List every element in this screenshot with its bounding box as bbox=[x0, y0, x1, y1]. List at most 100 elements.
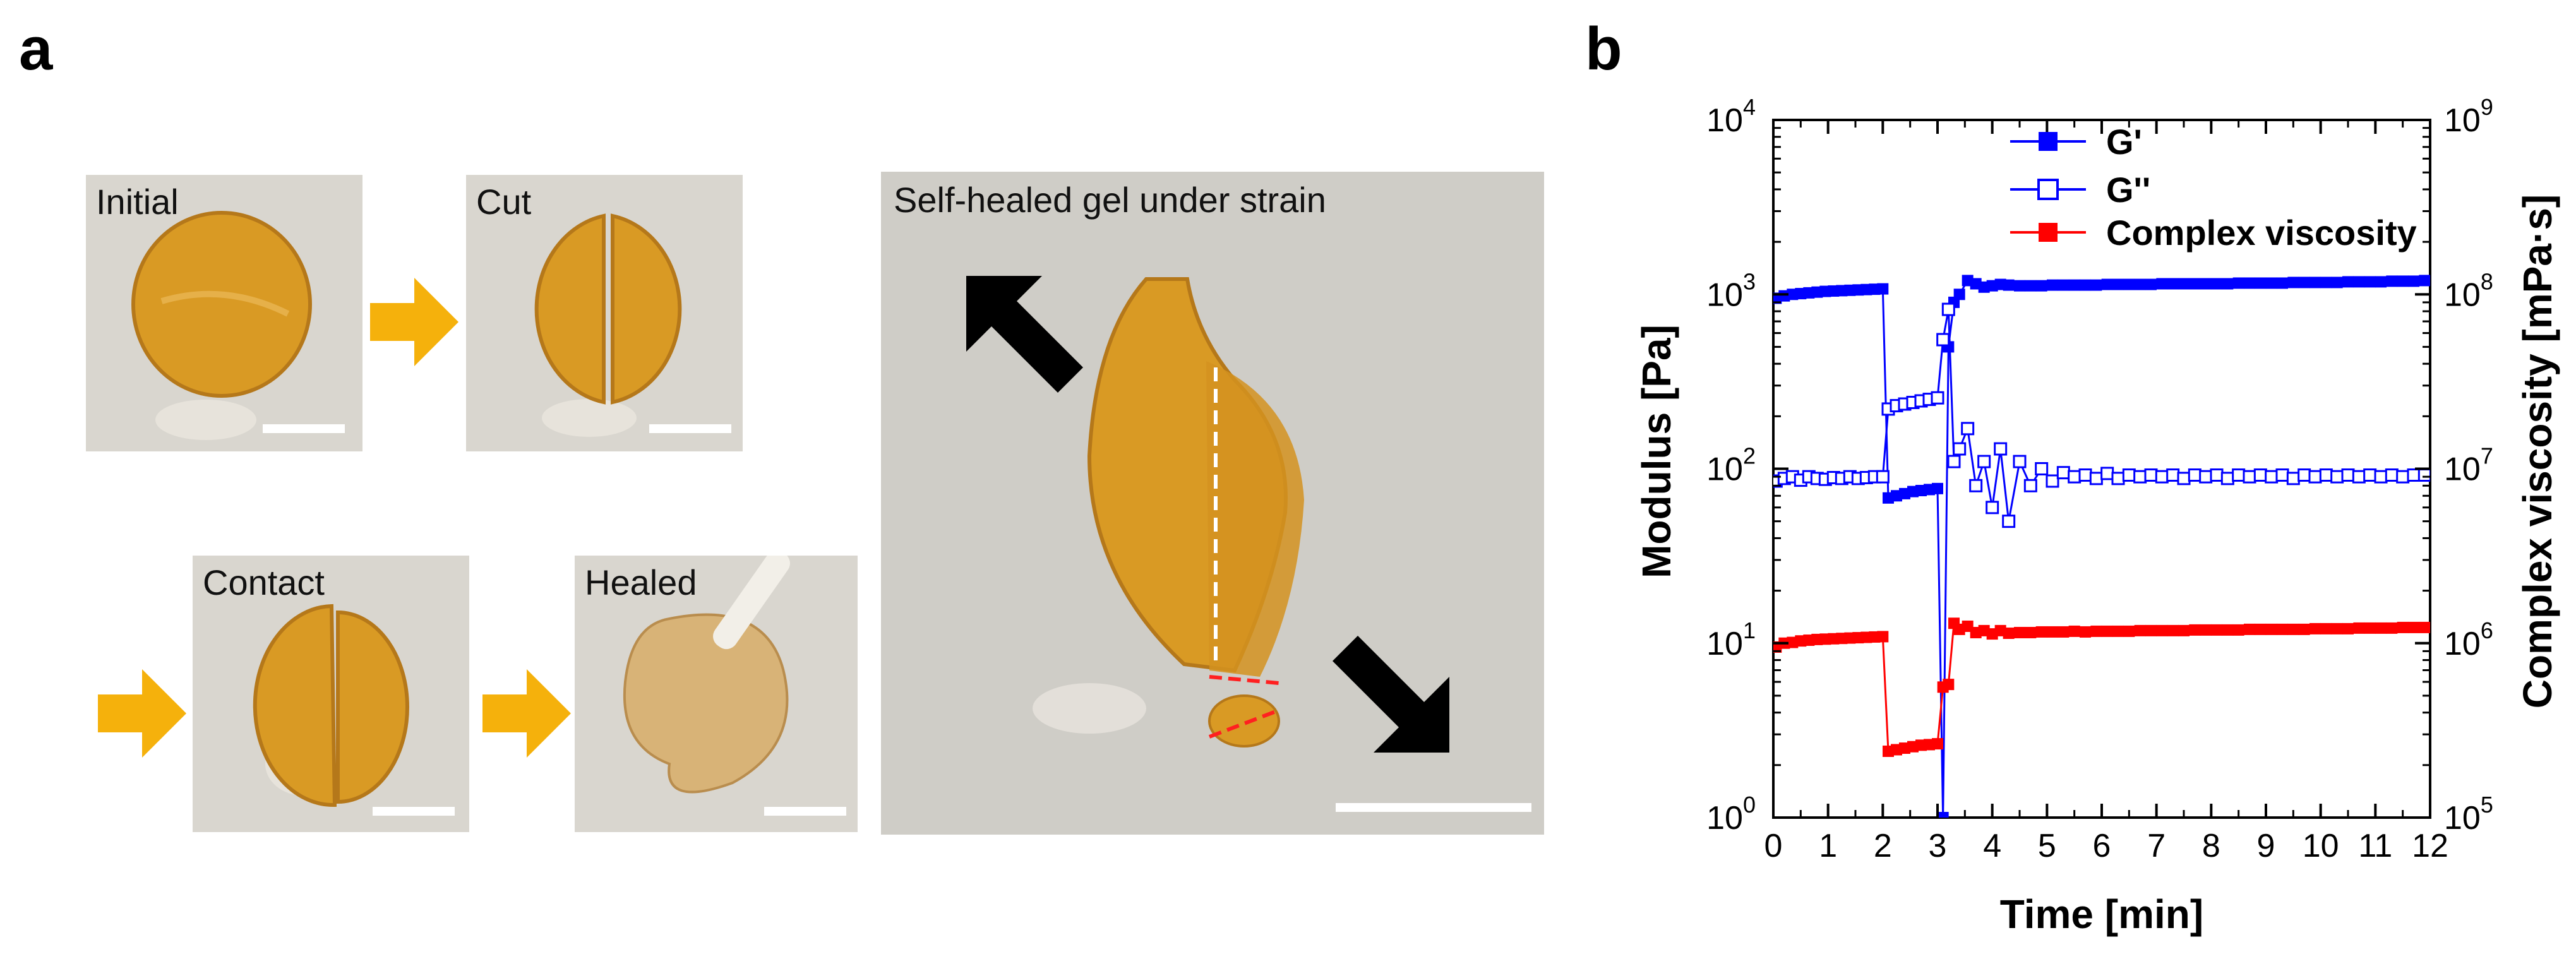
series-g-point bbox=[2089, 472, 2103, 485]
series-complex-viscosity-point bbox=[2386, 622, 2398, 634]
y-tick-label-right: 105 bbox=[2444, 792, 2493, 837]
scale-bar bbox=[764, 807, 846, 816]
series-g-point bbox=[2046, 474, 2059, 488]
series-g-point bbox=[1961, 422, 1975, 436]
y-tick-label-right: 106 bbox=[2444, 617, 2493, 662]
series-g-point bbox=[2013, 455, 2027, 468]
series-complex-viscosity-point bbox=[2309, 622, 2321, 634]
photo-healed: Healed bbox=[575, 556, 858, 832]
photo-cut: Cut bbox=[466, 175, 743, 451]
series-complex-viscosity-point bbox=[2123, 625, 2135, 637]
series-g-point bbox=[2189, 278, 2201, 290]
x-tick-label: 6 bbox=[2093, 828, 2111, 864]
series-complex-viscosity-point bbox=[2320, 622, 2332, 634]
series-g-point bbox=[1932, 482, 1943, 494]
x-tick-label: 7 bbox=[2147, 828, 2166, 864]
series-g-point bbox=[2255, 277, 2267, 289]
series-complex-viscosity-point bbox=[2025, 626, 2037, 638]
series-g-line bbox=[1775, 309, 2425, 521]
x-tick-label: 3 bbox=[1929, 828, 1947, 864]
series-g-point bbox=[2352, 470, 2366, 484]
y-tick-label-right: 107 bbox=[2444, 443, 2493, 488]
series-g-point bbox=[2090, 279, 2102, 291]
x-tick-label: 2 bbox=[1874, 828, 1892, 864]
series-g-point bbox=[1876, 470, 1890, 484]
photo-initial: Initial bbox=[86, 175, 362, 451]
series-g-point bbox=[1937, 812, 1949, 818]
series-g-point bbox=[2111, 472, 2125, 485]
yellow-arrow-right bbox=[370, 278, 458, 366]
series-g-point bbox=[1986, 501, 1999, 515]
series-g-point bbox=[2331, 277, 2343, 289]
series-g-point bbox=[2363, 468, 2377, 482]
series-g-point bbox=[2080, 279, 2091, 291]
panel-label-b: b bbox=[1585, 15, 1622, 83]
series-complex-viscosity-point bbox=[2145, 624, 2157, 636]
black-arrow-down-right bbox=[1333, 636, 1449, 753]
series-g-point bbox=[2396, 470, 2410, 484]
photo-label-initial: Initial bbox=[96, 182, 179, 222]
series-g-point bbox=[2265, 470, 2279, 484]
series-g-point bbox=[2342, 276, 2354, 288]
x-tick-label: 12 bbox=[2412, 828, 2448, 864]
y-tick-label-left: 100 bbox=[1706, 792, 1756, 837]
y-tick-label-right: 108 bbox=[2444, 268, 2493, 313]
series-complex-viscosity-point bbox=[2211, 624, 2222, 636]
series-complex-viscosity-point bbox=[2167, 624, 2179, 636]
y-tick-label-right: 109 bbox=[2444, 94, 2493, 139]
series-g-point bbox=[2375, 276, 2387, 288]
y-tick-label-left: 103 bbox=[1706, 268, 1756, 313]
legend-marker-g-prime bbox=[2039, 132, 2058, 151]
yellow-arrow-right bbox=[98, 669, 186, 758]
series-g-point bbox=[2122, 468, 2136, 482]
y-axis-title-left: Modulus [Pa] bbox=[1634, 325, 1679, 578]
series-g-point bbox=[2068, 470, 2082, 484]
series-g-point bbox=[2068, 279, 2080, 291]
series-g-point bbox=[2211, 278, 2222, 290]
series-complex-viscosity-point bbox=[2232, 624, 2244, 636]
series-complex-viscosity-point bbox=[1932, 738, 1943, 750]
series-g-point bbox=[2222, 278, 2234, 290]
series-complex-viscosity-point bbox=[2003, 628, 2015, 640]
series-g-point bbox=[2133, 470, 2147, 484]
photo-contact: Contact bbox=[193, 556, 469, 832]
series-g-point bbox=[2220, 472, 2234, 485]
legend-label-g-prime: G' bbox=[2106, 122, 2142, 162]
series-g-point bbox=[2374, 470, 2388, 484]
scale-bar bbox=[263, 424, 345, 433]
series-g-point bbox=[2199, 470, 2213, 484]
series-g-point bbox=[2035, 280, 2047, 292]
series-g-point bbox=[2319, 468, 2333, 482]
y-tick-label-left: 101 bbox=[1706, 617, 1756, 662]
series-complex-viscosity-point bbox=[2408, 621, 2419, 633]
scale-bar bbox=[373, 807, 455, 816]
series-g-point bbox=[2056, 466, 2070, 480]
series-g-line bbox=[1775, 279, 2425, 818]
series-g-point bbox=[2287, 277, 2299, 289]
panel-label-a: a bbox=[19, 15, 53, 83]
y-tick-label-left: 104 bbox=[1706, 94, 1756, 139]
series-complex-viscosity-point bbox=[2277, 623, 2288, 635]
scale-bar bbox=[1336, 803, 1531, 812]
series-g-point bbox=[1977, 455, 1991, 468]
series-complex-viscosity-point bbox=[2397, 621, 2409, 633]
series-g-point bbox=[1877, 283, 1889, 295]
series-g-point bbox=[2243, 470, 2256, 484]
series-g-point bbox=[2166, 468, 2180, 482]
series-g-point bbox=[2297, 468, 2311, 482]
series-g-point bbox=[2058, 279, 2070, 291]
series-complex-viscosity-point bbox=[2134, 624, 2146, 636]
series-complex-viscosity-point bbox=[2112, 625, 2124, 637]
series-complex-viscosity-point bbox=[2244, 623, 2255, 635]
series-complex-viscosity-point bbox=[2298, 623, 2310, 635]
series-g-point bbox=[2155, 470, 2169, 484]
series-g-point bbox=[2123, 278, 2135, 290]
gel-strain bbox=[966, 276, 1449, 753]
legend-label-viscosity: Complex viscosity bbox=[2106, 213, 2417, 253]
series-complex-viscosity-point bbox=[2265, 623, 2277, 635]
x-tick-label: 8 bbox=[2202, 828, 2220, 864]
series-complex-viscosity-point bbox=[2047, 626, 2058, 638]
series-g-point bbox=[2210, 468, 2224, 482]
series-g-point bbox=[2100, 467, 2114, 480]
